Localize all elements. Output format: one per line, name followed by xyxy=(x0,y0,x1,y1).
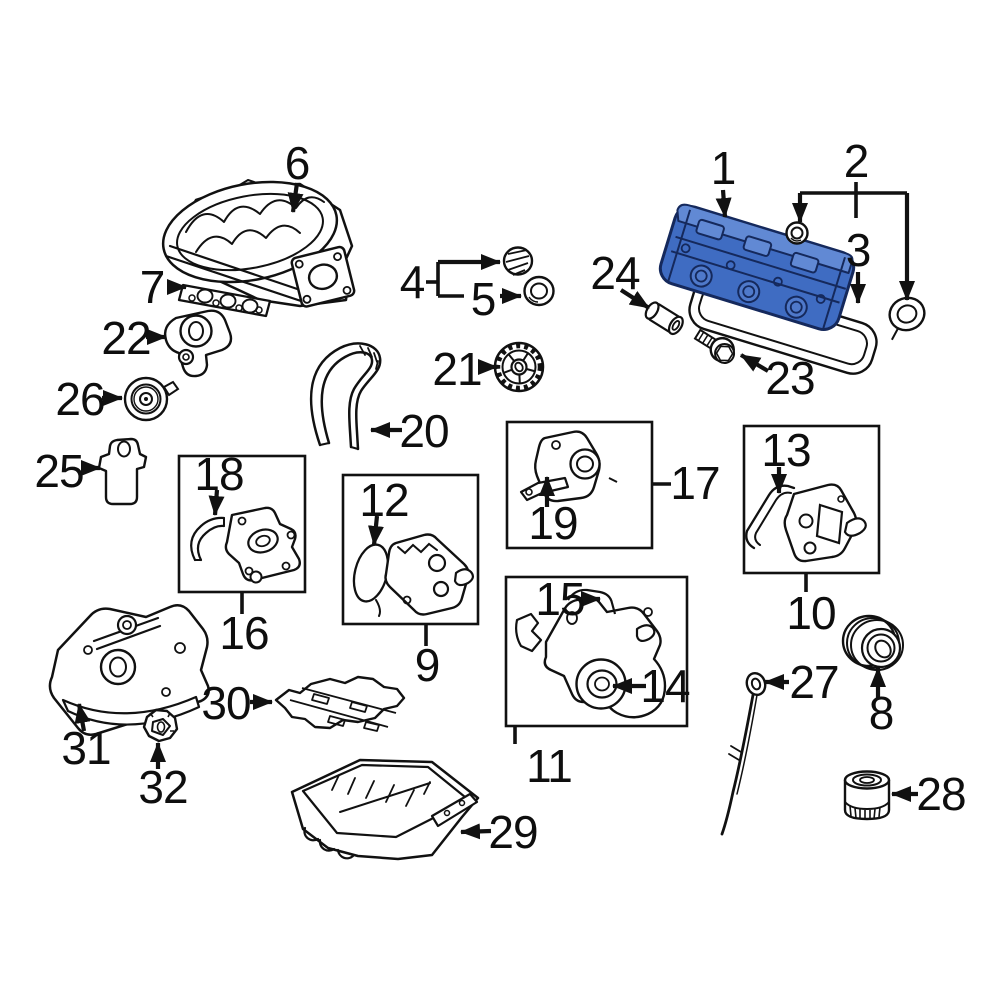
callout-13: 13 xyxy=(761,424,811,476)
part-24-spacer-drawing xyxy=(644,301,684,336)
callout-20: 20 xyxy=(399,405,449,457)
callout-16: 16 xyxy=(219,607,269,659)
callout-7: 7 xyxy=(139,261,166,313)
part-32-fitting-drawing xyxy=(142,708,179,743)
callout-5: 5 xyxy=(470,273,497,325)
callout-9: 9 xyxy=(414,639,441,691)
part-2-tube-seal-drawing xyxy=(888,296,926,341)
part-7-manifold-gasket-drawing xyxy=(177,283,272,318)
callout-25: 25 xyxy=(34,445,84,497)
callout-31: 31 xyxy=(61,722,111,774)
callout-19: 19 xyxy=(528,497,578,549)
part-20-timing-belt-drawing xyxy=(309,342,382,451)
callout-1: 1 xyxy=(710,142,737,194)
callout-17: 17 xyxy=(670,457,720,509)
callout-2: 2 xyxy=(843,135,870,187)
part-12-gasket-and-cover-drawing xyxy=(352,533,475,617)
callout-3: 3 xyxy=(845,224,872,276)
part-30-baffle-plate-drawing xyxy=(274,675,406,732)
callout-18: 18 xyxy=(194,448,244,500)
callout-6: 6 xyxy=(284,137,311,189)
callout-21: 21 xyxy=(432,343,482,395)
callout-32: 32 xyxy=(138,761,188,813)
part-5-seal-drawing xyxy=(523,275,555,307)
callout-29: 29 xyxy=(488,806,538,858)
callout-28: 28 xyxy=(916,768,966,820)
callout-10: 10 xyxy=(786,587,836,639)
callout-22: 22 xyxy=(101,312,151,364)
part-23-bolt-drawing xyxy=(693,328,736,364)
callout-8: 8 xyxy=(868,687,895,739)
part-8-crank-pulley-drawing xyxy=(841,614,904,671)
callout-15: 15 xyxy=(535,573,585,625)
part-18-guide-and-cover-drawing xyxy=(190,506,302,584)
callout-14: 14 xyxy=(640,660,690,712)
callout-arrows xyxy=(74,182,918,840)
callout-4: 4 xyxy=(399,256,426,308)
part-27-dipstick-drawing xyxy=(720,671,767,836)
part-28-oil-filter-drawing xyxy=(843,770,891,821)
part-1-valve-cover-drawing xyxy=(658,203,856,331)
part-22-bracket-drawing xyxy=(163,309,233,378)
part-26-pulley-drawing xyxy=(123,376,180,422)
leader-lines xyxy=(240,182,907,744)
callout-26: 26 xyxy=(55,373,105,425)
callout-23: 23 xyxy=(765,352,815,404)
callout-12: 12 xyxy=(359,474,409,526)
callout-11: 11 xyxy=(526,740,573,792)
part-21-timing-pulley-drawing xyxy=(493,341,545,393)
callout-30: 30 xyxy=(201,677,251,729)
callout-27: 27 xyxy=(789,656,839,708)
callout-24: 24 xyxy=(590,247,640,299)
part-31-oil-pump-drawing xyxy=(48,603,210,736)
part-29-oil-pan-drawing xyxy=(290,758,480,861)
part-25-bracket-drawing xyxy=(97,437,148,506)
part-2-grommet-drawing xyxy=(785,221,809,245)
part-4-seal-drawing xyxy=(502,246,534,276)
